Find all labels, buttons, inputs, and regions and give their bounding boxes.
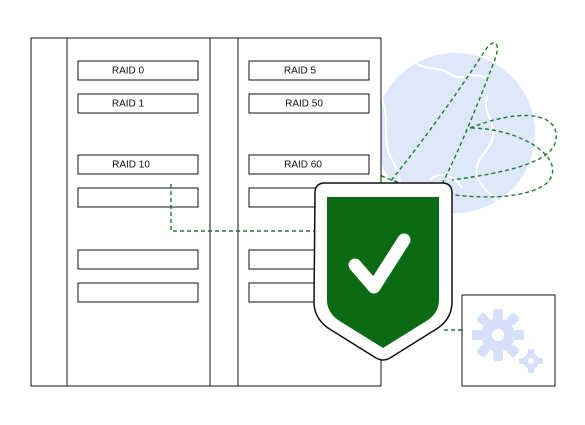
raid-slot: RAID 1	[77, 93, 199, 114]
raid-slot-label: RAID 60	[284, 160, 322, 171]
large-gear-hole	[492, 329, 504, 341]
connector-line	[170, 184, 318, 232]
raid-slot: RAID 0	[77, 60, 199, 81]
raid-slot-label: RAID 5	[284, 66, 317, 77]
orbit-loop	[349, 42, 498, 229]
raid-slot: RAID 50	[248, 93, 370, 114]
shield-check-icon	[313, 182, 453, 361]
gears-panel	[461, 294, 556, 387]
raid-slot-label: RAID 0	[112, 66, 145, 77]
raid-slot-label: RAID 50	[285, 99, 323, 110]
raid-slot-label: RAID 1	[112, 99, 145, 110]
raid-slot: RAID 10	[77, 154, 199, 175]
raid-slot	[77, 187, 199, 208]
gears-icon	[472, 309, 543, 373]
raid-slot	[77, 282, 199, 303]
raid-slot: RAID 5	[248, 60, 370, 81]
check-mark	[348, 233, 411, 294]
globe-continent-line	[475, 94, 501, 206]
raid-slot: RAID 60	[248, 154, 370, 175]
orbit-loop	[451, 114, 557, 181]
small-gear-hole	[528, 358, 534, 364]
globe-continent-line	[429, 173, 463, 189]
orbit-loop	[329, 127, 554, 198]
raid-slot	[77, 249, 199, 270]
globe-continent-line	[414, 61, 487, 79]
orbit-lines	[329, 42, 557, 229]
raid-slot-label: RAID 10	[112, 160, 150, 171]
